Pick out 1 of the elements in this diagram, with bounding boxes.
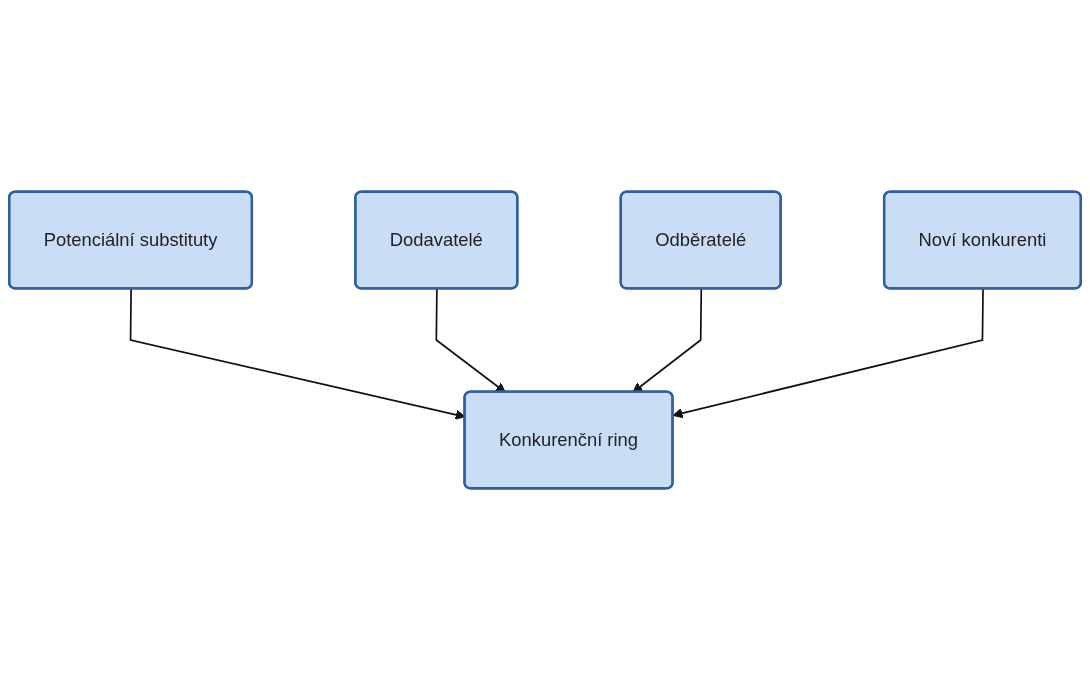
arrow [672,288,984,419]
